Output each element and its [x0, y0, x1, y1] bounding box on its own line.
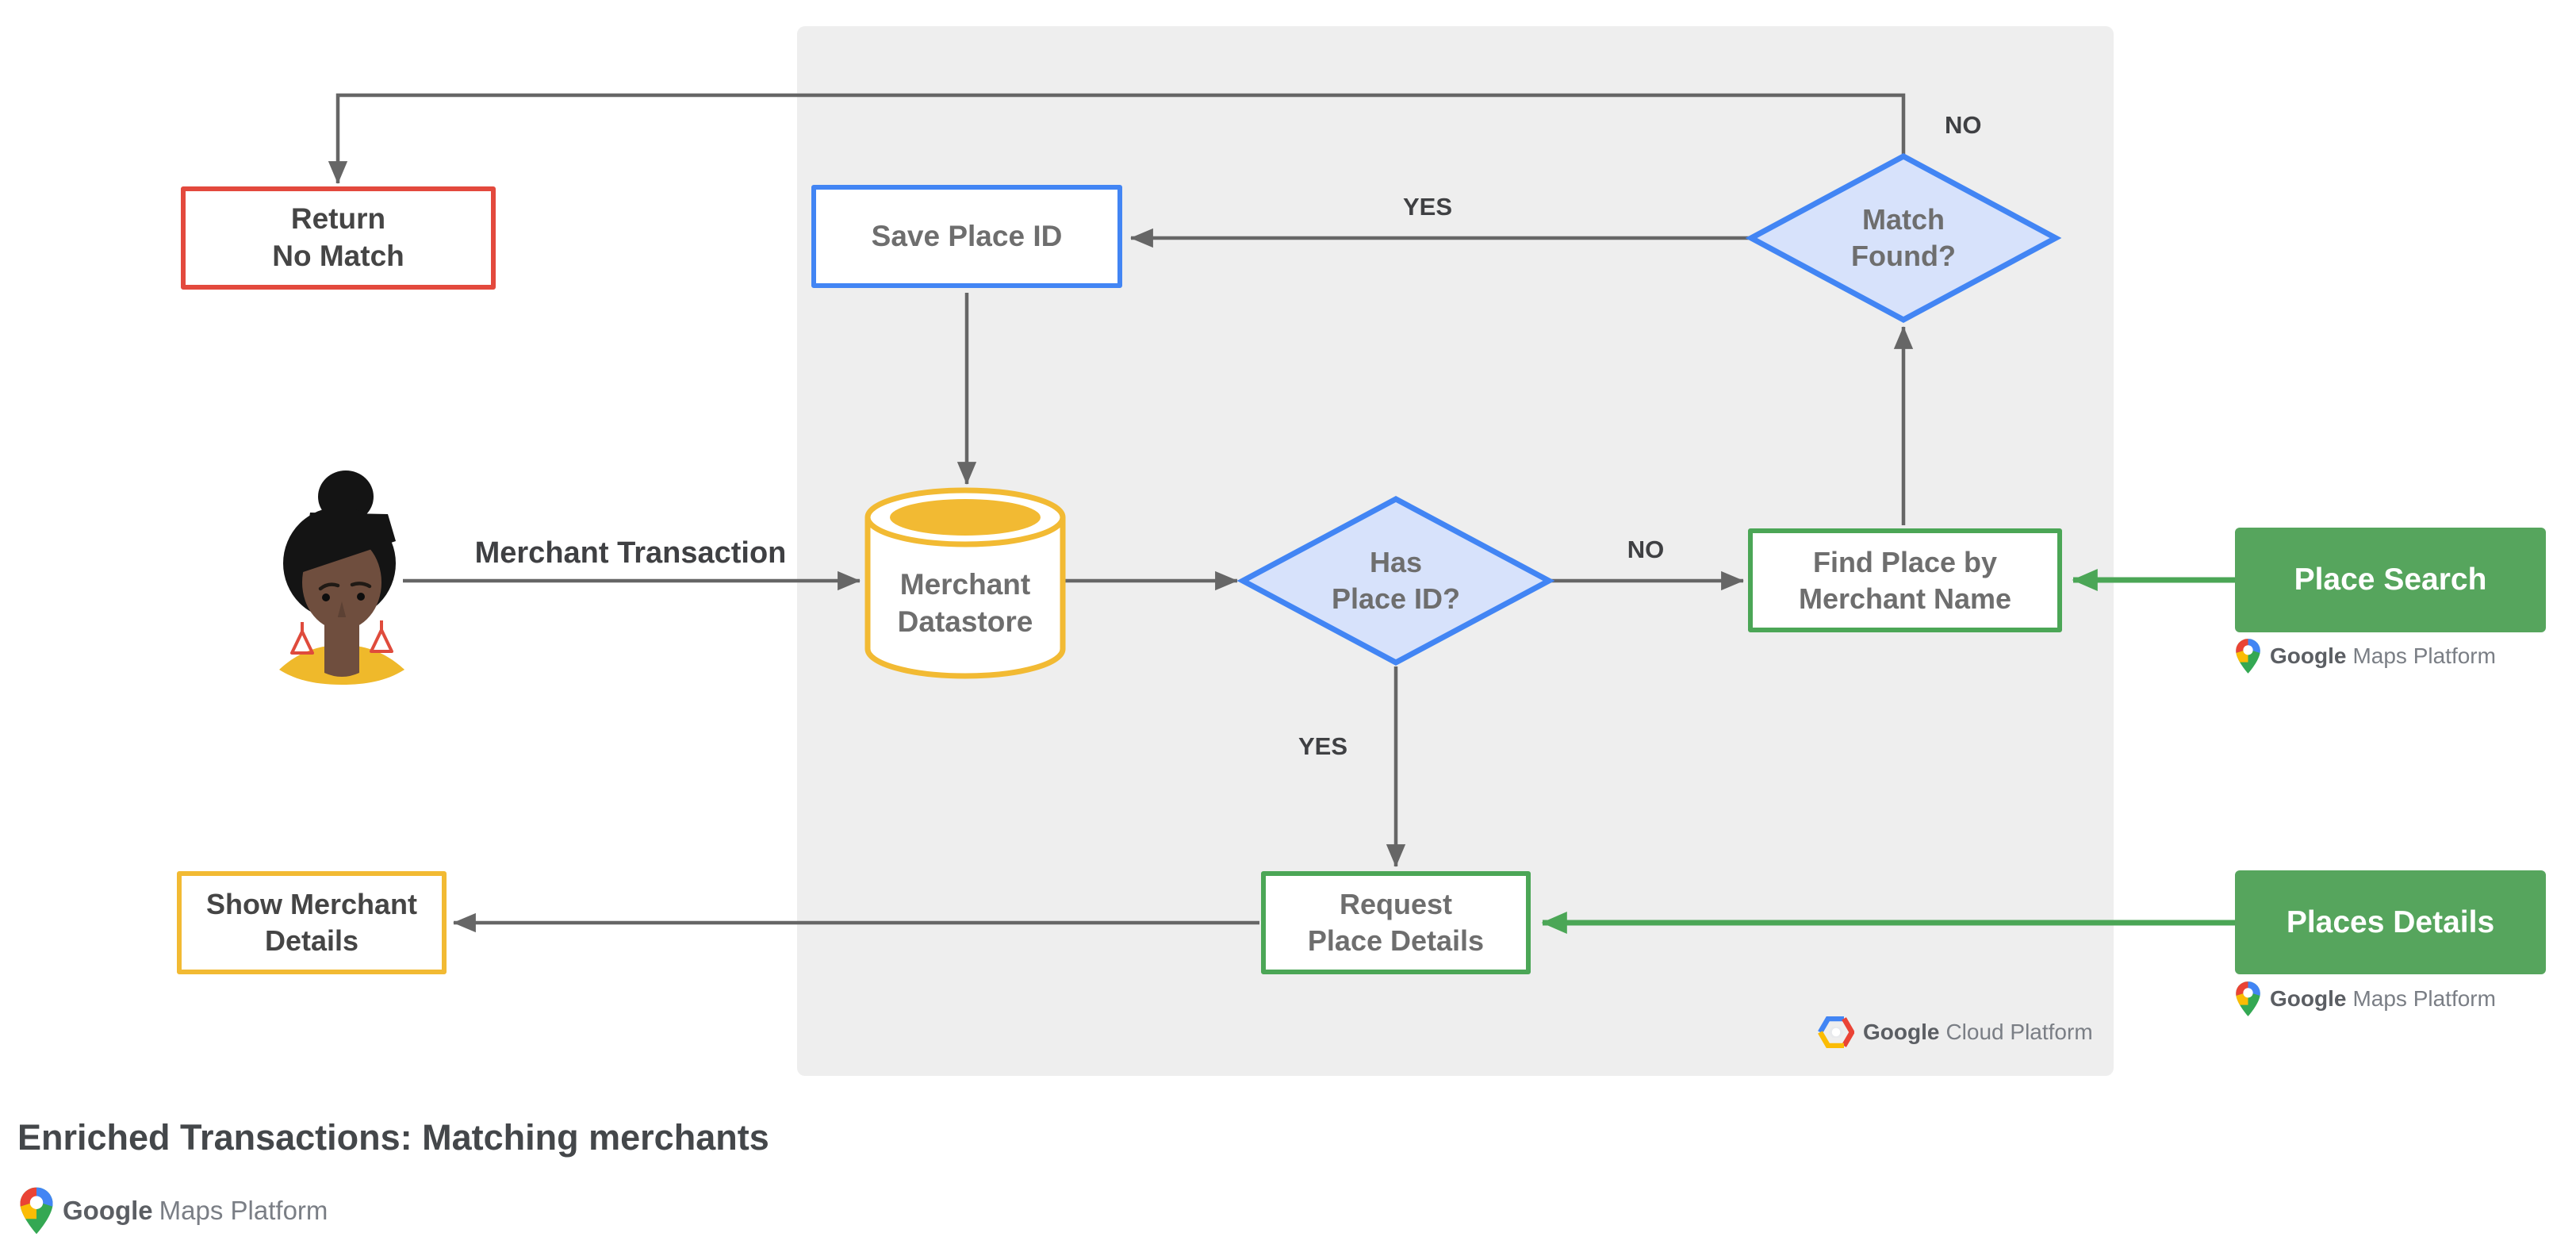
request-place-details-node: Request Place Details: [1261, 871, 1531, 974]
google-maps-pin-icon: [20, 1187, 53, 1235]
person-avatar: [279, 470, 404, 685]
gray-edges: [328, 93, 1914, 933]
match-found-no-label: NO: [1945, 111, 1982, 139]
place-search-api-box: Place Search: [2235, 528, 2546, 632]
gmp-product-text: Maps Platform: [2352, 986, 2496, 1011]
merchant-datastore-cylinder: [864, 487, 1066, 679]
gcp-product-text: Cloud Platform: [1945, 1020, 2093, 1044]
find-place-by-merchant-name-node: Find Place by Merchant Name: [1748, 528, 2062, 632]
gmp-google-text: Google: [2270, 986, 2347, 1011]
edge-matchfound-no-to-return: [328, 93, 1906, 184]
green-edges: [1541, 569, 2235, 935]
gmp-product-text: Maps Platform: [2352, 643, 2496, 668]
merchant-transaction-label: Merchant Transaction: [474, 536, 787, 570]
google-maps-pin-icon: [2236, 981, 2260, 1016]
places-details-api-box: Places Details: [2235, 870, 2546, 974]
gcp-google-text: Google: [1863, 1020, 1940, 1044]
google-maps-pin-icon: [2236, 639, 2260, 674]
save-place-id-node: Save Place ID: [811, 185, 1122, 288]
gmp-google-text: Google: [63, 1196, 153, 1225]
merchant-datastore-label: Merchant Datastore: [897, 567, 1033, 638]
has-place-id-no-label: NO: [1627, 536, 1665, 563]
match-found-yes-label: YES: [1402, 193, 1453, 221]
match-found-label: Match Found?: [1851, 202, 1956, 272]
return-no-match-node: Return No Match: [181, 186, 496, 290]
gmp-product-text: Maps Platform: [159, 1196, 328, 1225]
match-found-diamond: [1745, 153, 2062, 323]
diagram-title: Enriched Transactions: Matching merchant…: [17, 1117, 769, 1158]
has-place-id-label: Has Place ID?: [1331, 545, 1461, 615]
has-place-id-diamond: [1236, 496, 1555, 666]
has-place-id-yes-label: YES: [1298, 732, 1348, 760]
google-cloud-hexagon-icon: [1818, 1016, 1854, 1048]
show-merchant-details-node: Show Merchant Details: [177, 871, 447, 974]
gmp-google-text: Google: [2270, 643, 2347, 668]
